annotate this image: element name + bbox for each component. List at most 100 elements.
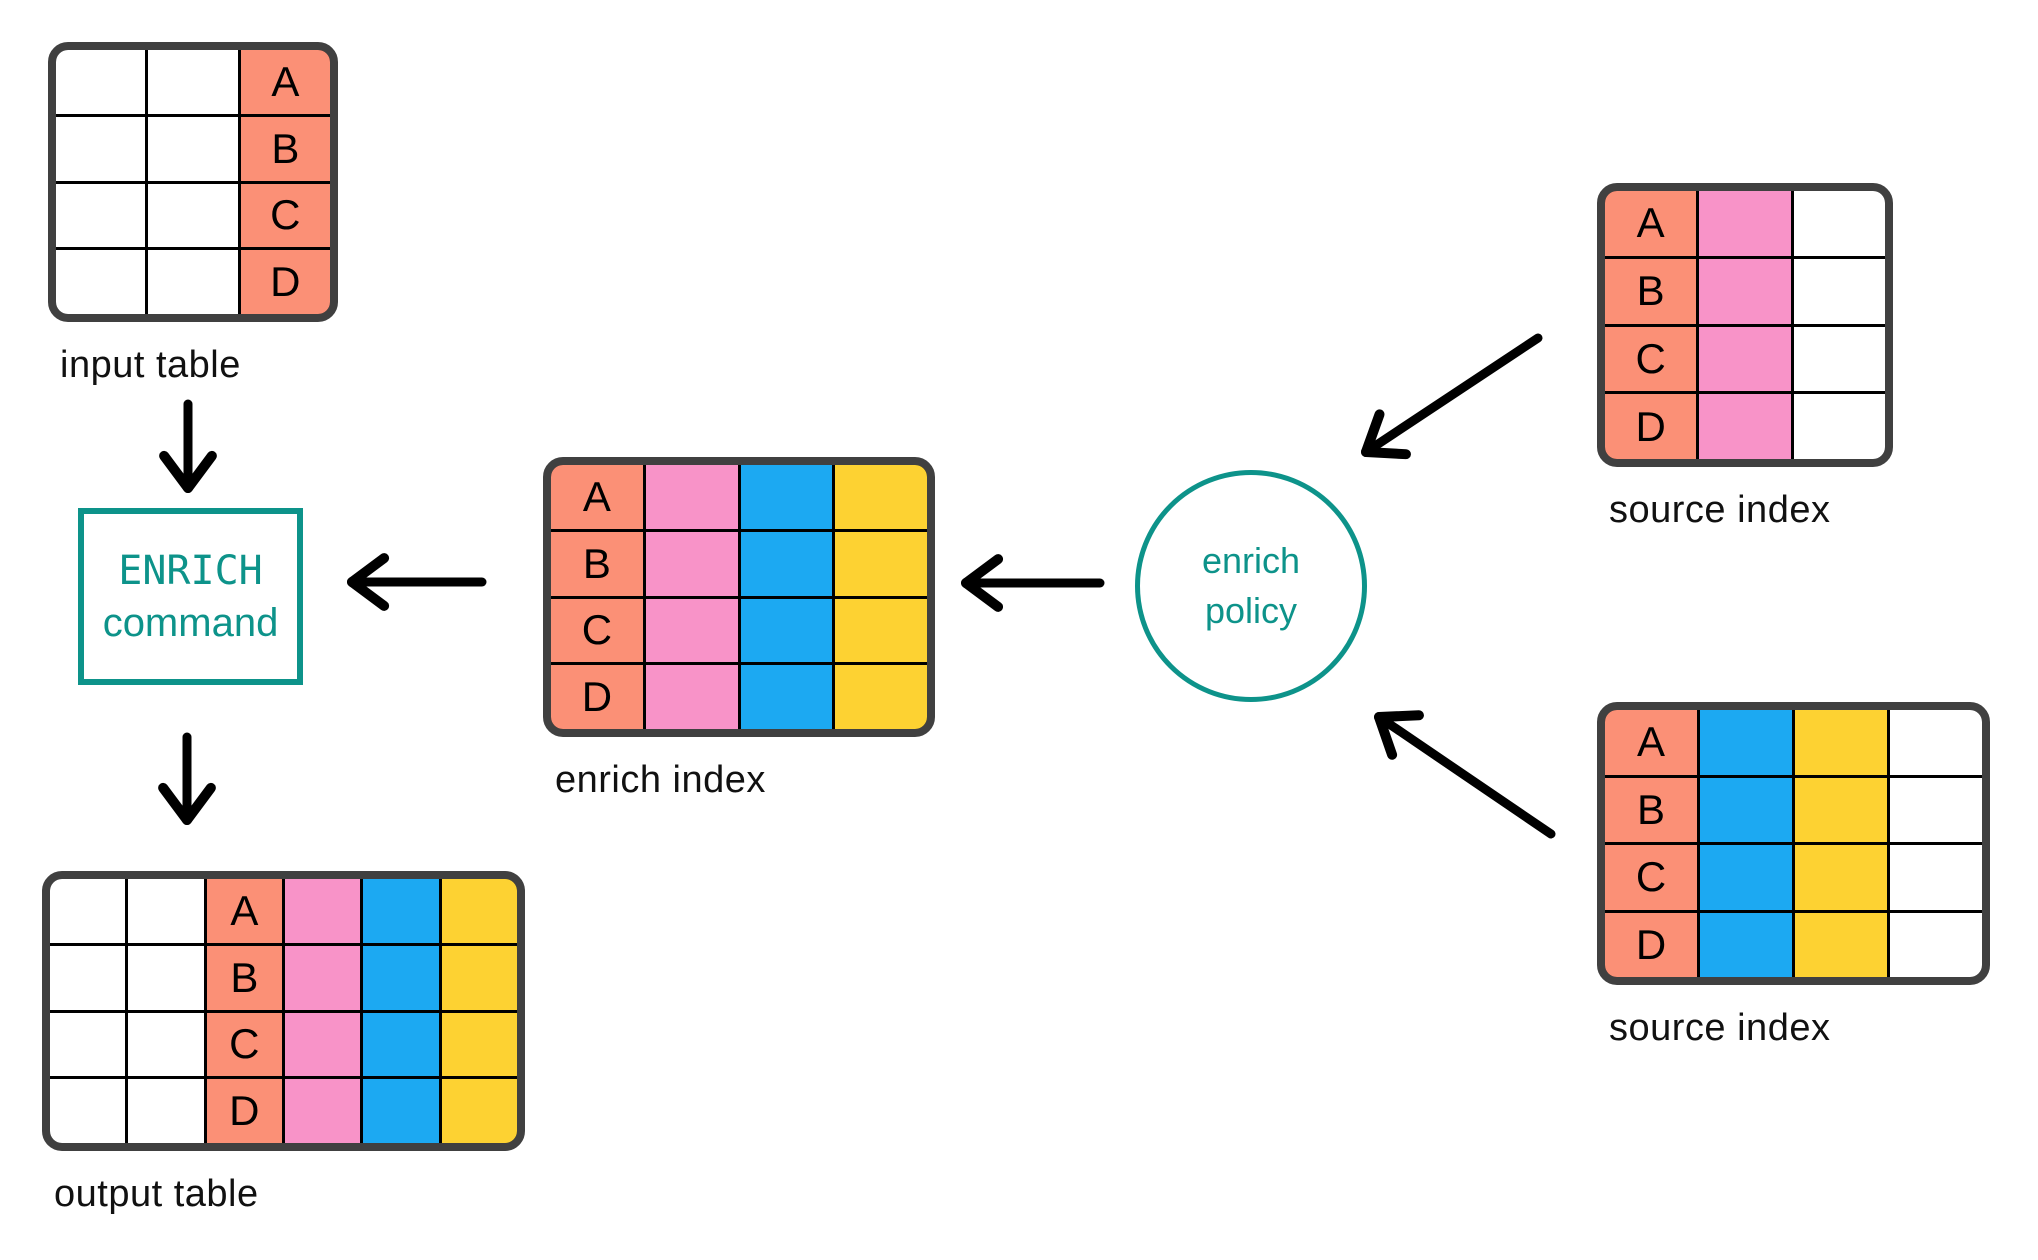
table-cell-letter: C (1605, 845, 1697, 910)
table-cell (148, 116, 238, 181)
table-cell-letter: D (1605, 912, 1697, 977)
table-cell (441, 945, 517, 1010)
table-cell-letter: D (206, 1079, 282, 1143)
table-cell (50, 879, 126, 943)
table-cell (835, 465, 927, 529)
output-table-caption: output table (54, 1173, 259, 1215)
table-cell (1699, 326, 1791, 392)
table-cell (835, 531, 927, 596)
enrich-policy-line2: policy (1204, 590, 1298, 631)
table-cell (285, 945, 361, 1010)
arrow-input-to-command (159, 399, 217, 493)
table-cell (1699, 394, 1791, 459)
enrich-policy-line1: enrich (1201, 539, 1301, 581)
table-cell (1795, 845, 1887, 910)
table-cell-letter: A (240, 50, 330, 114)
arrow-source-bottom-to-policy (1374, 710, 1556, 839)
table-cell (645, 531, 738, 596)
table-cell (56, 250, 146, 314)
table-cell-letter: C (206, 1012, 282, 1077)
table-cell-letter: A (1605, 191, 1697, 256)
table-cell (1793, 258, 1885, 324)
table-cell (128, 1079, 204, 1143)
table-cell (56, 116, 146, 181)
table-cell (148, 183, 238, 248)
enrich-policy-circle: enrich policy (1135, 470, 1367, 702)
table-cell (56, 50, 146, 114)
table-cell (1793, 191, 1885, 256)
table-cell (835, 598, 927, 663)
table-cell (1700, 710, 1792, 775)
table-cell (1793, 394, 1885, 459)
table-cell (1700, 912, 1792, 977)
table-cell-letter: C (240, 183, 330, 248)
table-cell (148, 50, 238, 114)
table-cell (645, 465, 738, 529)
table-cell (740, 531, 833, 596)
table-cell (128, 1012, 204, 1077)
table-cell (441, 1079, 517, 1143)
enrich-command-line1: ENRICH (118, 547, 263, 594)
table-cell (285, 879, 361, 943)
table-cell-letter: B (551, 531, 643, 596)
table-cell (441, 1012, 517, 1077)
table-cell (363, 945, 439, 1010)
table-cell (50, 945, 126, 1010)
table-cell-letter: D (240, 250, 330, 314)
table-cell (1890, 845, 1982, 910)
table-cell (1795, 710, 1887, 775)
table-cell-letter: A (551, 465, 643, 529)
table-cell-letter: C (551, 598, 643, 663)
table-cell (740, 598, 833, 663)
table-cell-letter: B (1605, 777, 1697, 842)
table-cell (1890, 777, 1982, 842)
table-cell-letter: B (1605, 258, 1697, 324)
enrich-command-box: ENRICH command (78, 508, 303, 685)
table-cell (1795, 777, 1887, 842)
enrich-command-line2: command (102, 600, 279, 645)
table-cell (56, 183, 146, 248)
table-cell (645, 598, 738, 663)
source-index-top-caption: source index (1609, 489, 1831, 531)
table-cell (148, 250, 238, 314)
table-cell-letter: C (1605, 326, 1697, 392)
table-cell (285, 1079, 361, 1143)
table-cell (50, 1079, 126, 1143)
table-cell (1890, 912, 1982, 977)
table-cell (835, 665, 927, 729)
table-cell (1699, 191, 1791, 256)
arrow-command-to-output (158, 732, 216, 825)
table-cell (740, 465, 833, 529)
arrow-source-top-to-policy (1361, 333, 1543, 460)
table-cell-letter: B (206, 945, 282, 1010)
table-cell (1700, 845, 1792, 910)
table-cell (740, 665, 833, 729)
table-cell-letter: A (1605, 710, 1697, 775)
table-cell (1793, 326, 1885, 392)
table-cell-letter: A (206, 879, 282, 943)
table-cell-letter: B (240, 116, 330, 181)
table-cell (645, 665, 738, 729)
table-cell (1890, 710, 1982, 775)
table-cell (50, 1012, 126, 1077)
arrow-index-to-command (347, 553, 487, 611)
table-cell (1700, 777, 1792, 842)
enrich-index-caption: enrich index (555, 759, 766, 801)
table-cell (441, 879, 517, 943)
arrow-policy-to-index (961, 554, 1105, 612)
table-cell (285, 1012, 361, 1077)
table-cell (128, 945, 204, 1010)
table-cell (363, 879, 439, 943)
source-index-bottom-caption: source index (1609, 1007, 1831, 1049)
table-cell (363, 1012, 439, 1077)
input-table-caption: input table (60, 344, 241, 386)
table-cell-letter: D (1605, 394, 1697, 459)
